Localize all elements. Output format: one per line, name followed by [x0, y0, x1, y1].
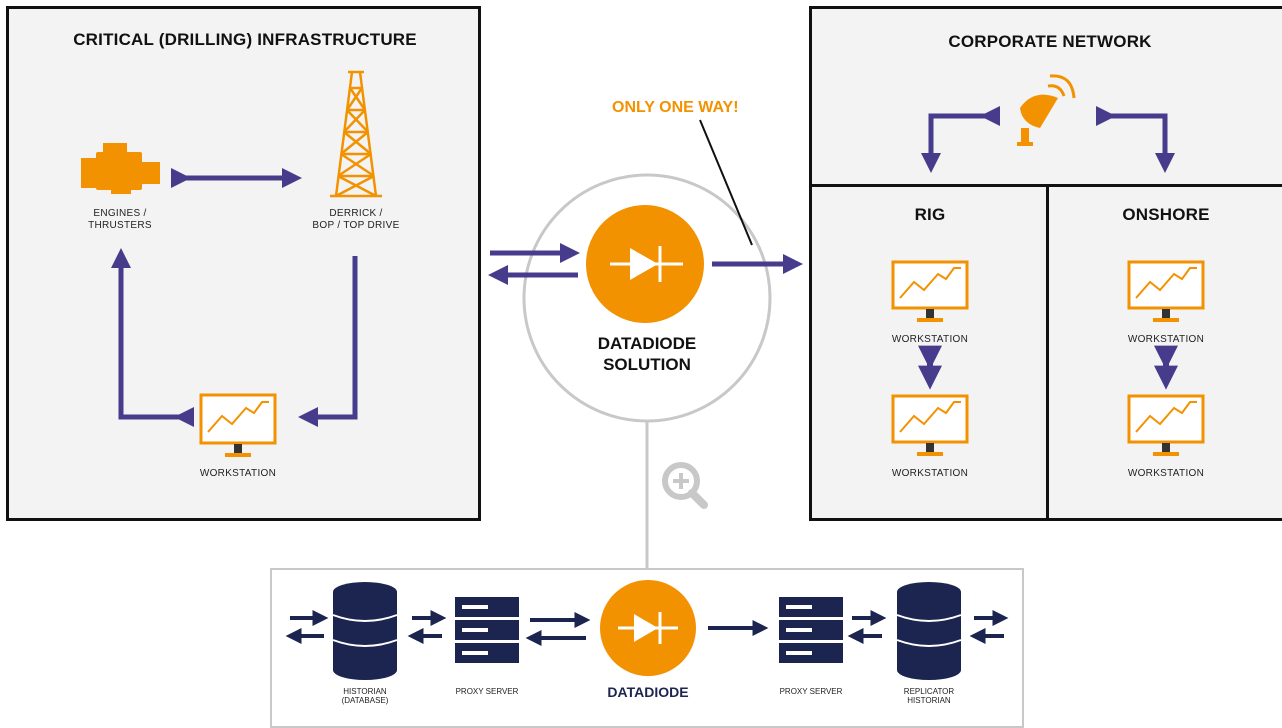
dish-to-rig-arrow	[921, 106, 1001, 173]
dish-to-onshore-arrow	[1095, 106, 1175, 173]
database-icon	[332, 582, 398, 680]
satellite-dish-icon	[1017, 74, 1076, 146]
corporate-network-title: CORPORATE NETWORK	[948, 32, 1152, 51]
proxy-server-right-label: PROXY SERVER	[779, 687, 843, 696]
engines-label-line-2: THRUSTERS	[88, 220, 152, 231]
datadiode-detail-label: DATADIODE	[607, 684, 689, 700]
server-icon	[779, 597, 843, 663]
derrick-to-workstation-arrow	[298, 256, 358, 427]
rig-workstation-label-1: WORKSTATION	[891, 334, 969, 345]
replicator-historian-label: REPLICATOR HISTORIAN	[889, 687, 969, 705]
only-one-way-callout: ONLY ONE WAY!	[612, 99, 739, 116]
datadiode-solution-title: DATADIODE SOLUTION	[567, 333, 727, 375]
workstation-icon	[1127, 394, 1205, 456]
derrick-label-line-2: BOP / TOP DRIVE	[312, 220, 400, 231]
diode-icon	[600, 580, 696, 676]
historian-label-line-2: (DATABASE)	[341, 696, 389, 705]
workstation-icon	[1127, 260, 1205, 322]
workstation-icon	[199, 393, 277, 457]
replicator-label-line-1: REPLICATOR	[903, 687, 955, 696]
rig-title: RIG	[914, 205, 946, 224]
critical-infrastructure-title: CRITICAL (DRILLING) INFRASTRUCTURE	[73, 30, 417, 49]
rig-workstation-label-2: WORKSTATION	[891, 468, 969, 479]
datadiode-solution-line-2: SOLUTION	[603, 355, 691, 374]
replicator-label-line-2: HISTORIAN	[907, 696, 951, 705]
zoom-in-icon	[662, 462, 708, 509]
onshore-title: ONSHORE	[1122, 205, 1210, 224]
database-icon	[896, 582, 962, 680]
derrick-icon	[330, 70, 382, 198]
derrick-label: DERRICK / BOP / TOP DRIVE	[296, 208, 416, 232]
historian-label: HISTORIAN (DATABASE)	[325, 687, 405, 705]
server-icon	[455, 597, 519, 663]
historian-label-line-1: HISTORIAN	[343, 687, 387, 696]
engine-icon	[81, 143, 160, 194]
workstation-label: WORKSTATION	[199, 468, 277, 479]
callout-line	[699, 119, 753, 246]
engines-label-line-1: ENGINES /	[93, 208, 147, 219]
datadiode-solution-line-1: DATADIODE	[597, 334, 697, 353]
engines-label: ENGINES / THRUSTERS	[70, 208, 170, 232]
workstation-to-engines-arrow	[111, 248, 195, 427]
onshore-workstation-label-2: WORKSTATION	[1127, 468, 1205, 479]
derrick-label-line-1: DERRICK /	[329, 208, 383, 219]
diagram-graphics	[81, 70, 1205, 680]
diode-icon	[586, 205, 704, 323]
onshore-workstation-label-1: WORKSTATION	[1127, 334, 1205, 345]
workstation-icon	[891, 394, 969, 456]
workstation-icon	[891, 260, 969, 322]
proxy-server-left-label: PROXY SERVER	[455, 687, 519, 696]
